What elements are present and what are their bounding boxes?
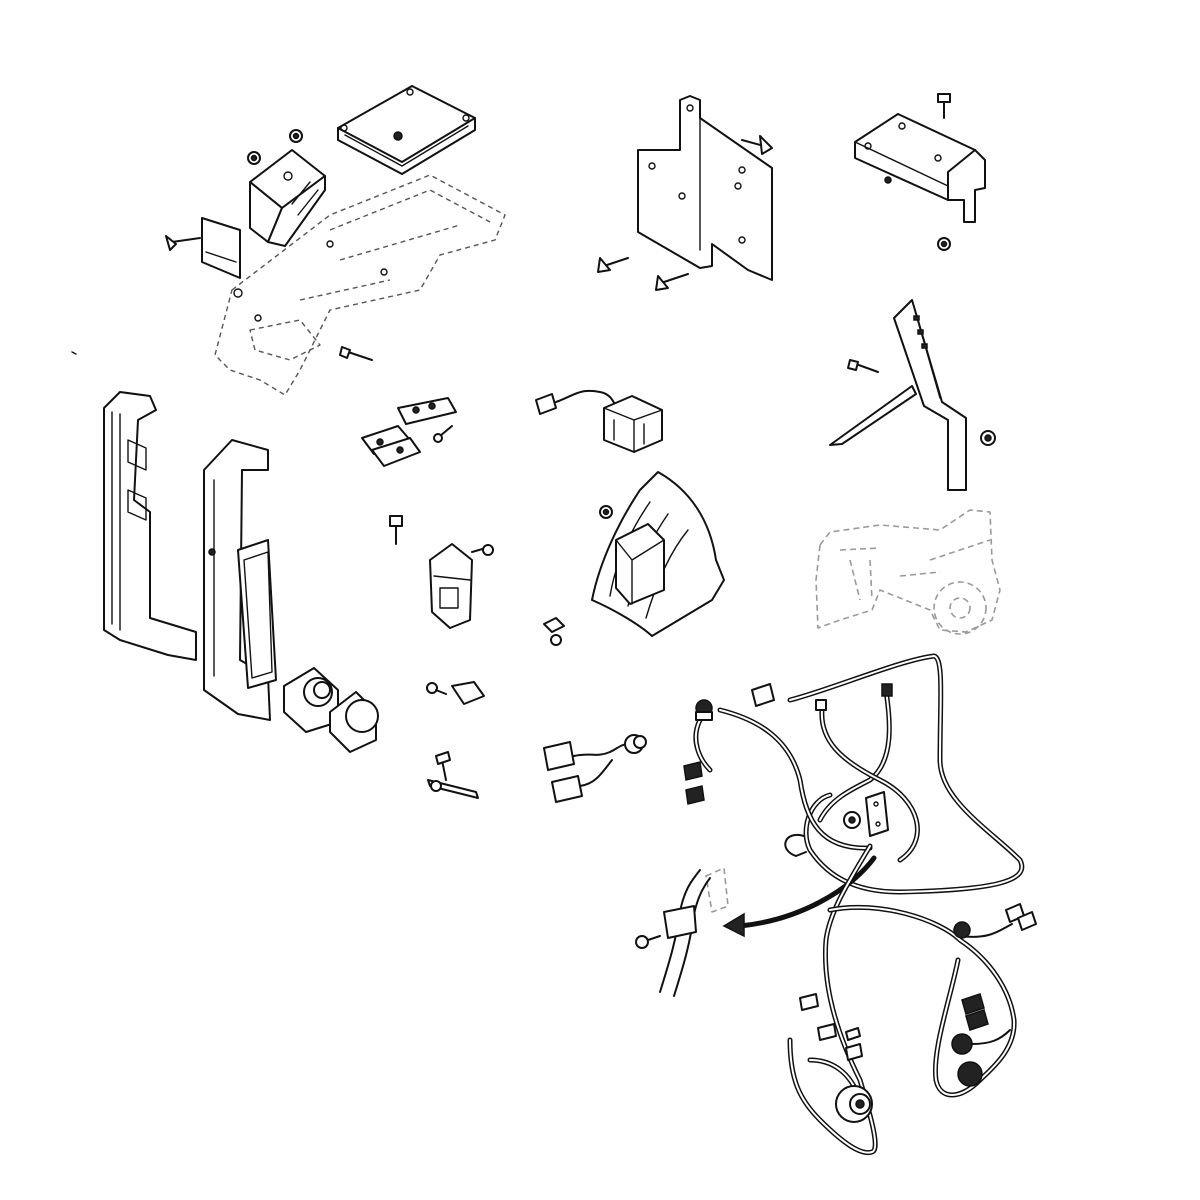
screw-icon [433,425,453,443]
switch-bracket [389,515,494,629]
side-rail [829,299,996,491]
wing-bolt-icon [165,235,201,251]
nut-icon [543,617,565,646]
bolt-icon [937,93,951,119]
phantom-machine [815,509,1001,635]
connector-icon [815,683,893,711]
cover-plate [337,85,476,175]
hex-nut-icon [599,505,613,519]
connector-icon [624,734,647,754]
connector-icon [961,993,989,1031]
upper-bracket [247,129,326,247]
bolt-icon [435,751,451,781]
wing-bolt-icon [655,273,689,291]
bolt-icon [635,935,661,949]
hose [635,867,729,997]
connector-icon [1005,903,1037,931]
connector-icon [683,761,705,805]
lower-harness [787,843,1037,1156]
bolt-icon [847,359,879,373]
connector-icon [695,699,713,721]
small-plate [165,217,241,279]
screw-icon [471,544,494,556]
round-connector-icon [835,1085,873,1123]
rotary-switch [283,667,379,753]
sub-harness [543,734,647,803]
phantom-frame [214,174,506,396]
left-panel [103,391,197,661]
round-connector-icon [951,1029,1011,1087]
hex-nut-icon [937,237,951,251]
connector-icon [953,921,971,939]
stray-marks [71,351,77,355]
bolt-icon [389,515,403,545]
wing-bolt-icon [741,135,773,155]
clip-set [361,397,457,467]
connector-icon [799,993,863,1061]
knob-icon [329,691,379,753]
fastener-group [426,681,485,799]
angle-bracket [854,93,986,251]
hex-nut-icon [289,129,303,143]
control-quadrant [543,471,725,646]
hex-nut-icon [247,151,261,165]
hex-nut-icon [980,430,996,446]
connector-icon [751,683,775,707]
clip-icon [784,833,807,857]
bolt-icon [339,346,373,361]
main-harness [683,653,1025,895]
curved-arrow-icon [722,855,877,938]
bolt-icon [426,682,447,695]
relay-icon [843,791,889,837]
center-panel [203,439,277,721]
solenoid-assembly [535,389,663,453]
mounting-plate [597,95,773,291]
wing-bolt-icon [597,257,629,273]
